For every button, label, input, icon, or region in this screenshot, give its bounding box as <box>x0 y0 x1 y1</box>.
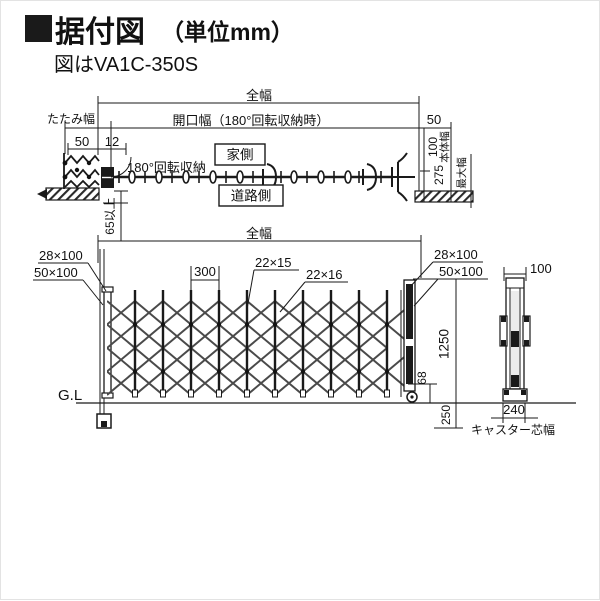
plan-fold-width-label: たたみ幅 <box>47 111 95 126</box>
house-side-box <box>214 143 266 166</box>
plan-body-width-label: 本体幅 <box>438 131 451 163</box>
rail-links <box>118 170 382 184</box>
elev-right-frame-size: 28×100 <box>434 247 478 262</box>
page-title-unit: （単位mm） <box>161 19 294 45</box>
road-side-label: 道路側 <box>231 189 272 204</box>
side-view: 100 240 キャスター芯幅 <box>471 261 555 437</box>
plan-dim-65min: 65以上 <box>103 197 117 234</box>
title-bullet-icon <box>25 15 52 42</box>
elev-right-post-size: 50×100 <box>439 264 483 279</box>
house-side-label: 家側 <box>227 147 254 163</box>
side-dim-100: 100 <box>530 261 552 276</box>
plan-max-width-label: 最大幅 <box>455 157 468 189</box>
elev-dim-250: 250 <box>439 405 453 425</box>
plan-opening-width-label: 開口幅（180°回転収納時） <box>173 113 330 128</box>
elevation-view: 全幅 28×100 50×100 300 22×15 22×16 <box>33 226 576 429</box>
plan-dim-12: 12 <box>105 134 119 149</box>
elev-left-frame-size: 28×100 <box>39 248 83 263</box>
plan-dim-50-left: 50 <box>75 134 89 149</box>
left-frame-bar <box>103 288 112 398</box>
elev-slat1-size: 22×15 <box>255 255 292 270</box>
plan-dim-50-right: 50 <box>427 112 441 127</box>
plan-total-width-label: 全幅 <box>246 88 272 103</box>
elev-total-width-label: 全幅 <box>246 226 272 241</box>
elev-slat2-size: 22×16 <box>306 267 343 282</box>
ground-level-label: G.L <box>58 387 82 404</box>
left-wall-arrow-icon <box>37 189 47 199</box>
road-side-box <box>218 184 284 207</box>
caster-core-width-label: キャスター芯幅 <box>471 422 555 437</box>
folded-gate-symbol <box>62 153 100 189</box>
accordion-bars <box>132 290 390 398</box>
elev-dim-68: 68 <box>415 371 429 385</box>
left-wall-hatch <box>45 187 100 201</box>
plan-dim-100: 100 <box>426 137 440 157</box>
right-wall-hatch <box>414 190 474 203</box>
elev-pitch-label: 300 <box>194 264 216 279</box>
page-title: 据付図 <box>55 16 145 49</box>
header: 据付図 （単位mm） 図はVA1C-350S <box>25 15 294 76</box>
end-catch <box>391 152 415 202</box>
model-subtitle: 図はVA1C-350S <box>54 54 198 76</box>
elev-left-post-size: 50×100 <box>34 265 78 280</box>
plan-view: 全幅 開口幅（180°回転収納時） たたみ幅 50 50 12 <box>37 88 474 241</box>
plan-dim-275: 275 <box>432 165 446 185</box>
side-dim-240: 240 <box>503 402 525 417</box>
elev-height-dim: 1250 <box>437 329 452 359</box>
rail-brackets <box>262 163 378 191</box>
plan-rotation-label: 180°回転収納 <box>127 160 206 175</box>
